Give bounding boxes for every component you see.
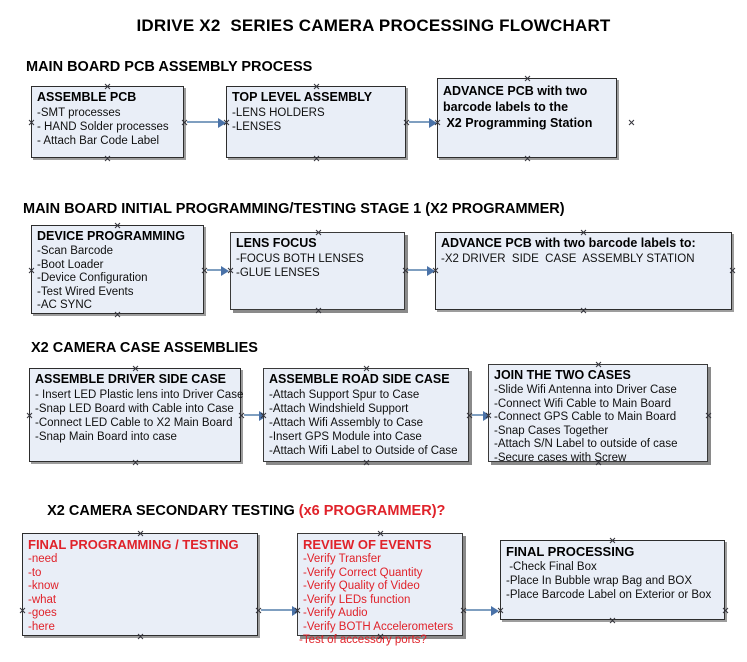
node-line: -Verify LEDs function [303,593,411,606]
node-title-line3: X2 Programming Station [443,116,593,130]
node-assemble-road-side-case[interactable]: ASSEMBLE ROAD SIDE CASE -Attach Support … [263,368,469,462]
section-heading-secondary-testing: X2 CAMERA SECONDARY TESTING (x6 PROGRAMM… [31,487,445,535]
connector-line [409,121,432,123]
node-review-of-events[interactable]: REVIEW OF EVENTS -Verify Transfer -Verif… [297,533,463,636]
node-line: -GLUE LENSES [236,267,320,279]
node-line: -Attach S/N Label to outside of case [494,438,678,450]
node-title: ADVANCE PCB with two [443,84,588,98]
node-title: DEVICE PROGRAMMING [37,229,185,243]
node-line: -Insert GPS Module into Case [269,431,422,443]
node-assemble-pcb[interactable]: ASSEMBLE PCB -SMT processes - HAND Solde… [31,86,184,158]
section-heading-pcb-assembly: MAIN BOARD PCB ASSEMBLY PROCESS [26,59,313,75]
section-heading-text: X2 CAMERA SECONDARY TESTING [47,503,299,519]
node-top-level-assembly[interactable]: TOP LEVEL ASSEMBLY -LENS HOLDERS -LENSES [226,86,406,158]
node-line: -Snap Main Board into case [35,431,177,443]
node-line: -Connect GPS Cable to Main Board [494,411,677,423]
node-line: -need [28,553,58,565]
node-line: -Verify Audio [303,607,368,619]
section-heading-initial-programming: MAIN BOARD INITIAL PROGRAMMING/TESTING S… [23,201,565,217]
node-line: -FOCUS BOTH LENSES [236,253,364,265]
node-line: -SMT processes [37,107,121,119]
connector-arrowhead [427,266,435,276]
node-advance-pcb-driver-side[interactable]: ADVANCE PCB with two barcode labels to: … [435,232,732,310]
connector-arrowhead [292,606,300,616]
node-title: ASSEMBLE PCB [37,90,137,104]
connector-line [261,609,295,611]
connector-line [466,609,494,611]
node-line: -Verify BOTH Accelerometers [303,620,454,633]
node-line: - HAND Solder processes [37,121,169,133]
node-advance-pcb-programming-station[interactable]: ADVANCE PCB with two barcode labels to t… [437,78,617,158]
node-assemble-driver-side-case[interactable]: ASSEMBLE DRIVER SIDE CASE - Insert LED P… [29,368,244,462]
node-line: -Connect LED Cable to X2 Main Board [35,417,233,429]
node-overflow-line: -Test of accessory ports? [299,634,427,646]
section-heading-accent: (x6 PROGRAMMER)? [298,503,446,519]
connector-arrowhead [491,606,499,616]
node-line: -Attach Support Spur to Case [269,389,420,401]
node-line: -Verify Quality of Video [303,580,420,592]
node-title: JOIN THE TWO CASES [494,368,631,382]
connector-line [408,269,430,271]
node-title: REVIEW OF EVENTS [303,537,432,552]
node-line: -Connect Wifi Cable to Main Board [494,397,672,410]
node-line: -Place In Bubble wrap Bag and BOX [506,575,693,587]
node-final-programming-testing[interactable]: FINAL PROGRAMMING / TESTING -need -to -k… [22,533,258,636]
node-line: -what [28,593,57,606]
connector-arrowhead [429,118,437,128]
node-line: -Place Barcode Label on Exterior or Box [506,589,712,601]
connector-line [207,269,224,271]
node-title: FINAL PROGRAMMING / TESTING [28,537,239,552]
node-title: LENS FOCUS [236,236,317,250]
connector-line [244,414,263,416]
node-line: -LENS HOLDERS [232,107,325,119]
node-title-line2: barcode labels to the [443,100,569,114]
node-line: -Test Wired Events [37,285,134,298]
node-line: -Secure cases with Screw [494,451,627,464]
node-line: -Boot Loader [37,258,104,271]
node-line: -Check Final Box [506,561,597,573]
node-line: -goes [28,607,57,619]
node-final-processing[interactable]: FINAL PROCESSING -Check Final Box -Place… [500,540,725,620]
node-device-programming[interactable]: DEVICE PROGRAMMING -Scan Barcode -Boot L… [31,225,204,314]
node-title: FINAL PROCESSING [506,544,635,559]
connector-arrowhead [221,266,229,276]
connector-arrowhead [218,118,226,128]
node-line: -X2 DRIVER SIDE CASE ASSEMBLY STATION [441,253,695,265]
node-line: -Verify Transfer [303,553,381,565]
connector-line [187,121,221,123]
node-line: - Insert LED Plastic lens into Driver Ca… [35,389,244,401]
connector-arrowhead [483,411,491,421]
node-line: -LENSES [232,121,282,133]
node-line: -here [28,620,55,633]
node-line: -Attach Wifi Label to Outside of Case [269,445,458,457]
node-line: -Attach Windshield Support [269,403,409,415]
node-line: -Scan Barcode [37,245,114,257]
node-line: -Verify Correct Quantity [303,566,423,579]
node-line: - Attach Bar Code Label [37,135,160,147]
node-title: ADVANCE PCB with two barcode labels to: [441,236,696,250]
node-title: ASSEMBLE ROAD SIDE CASE [269,372,450,386]
node-title: TOP LEVEL ASSEMBLY [232,90,373,104]
node-join-the-two-cases[interactable]: JOIN THE TWO CASES -Slide Wifi Antenna i… [488,364,708,464]
node-lens-focus[interactable]: LENS FOCUS -FOCUS BOTH LENSES -GLUE LENS… [230,232,405,310]
node-line: -Slide Wifi Antenna into Driver Case [494,384,677,396]
node-line: -Device Configuration [37,272,148,284]
node-line: -Snap LED Board with Cable into Case [35,403,234,415]
connector-line [472,414,487,416]
node-line: -know [28,580,59,592]
node-line: -Snap Cases Together [494,424,609,437]
node-line: -to [28,566,42,579]
page-title: IDRIVE X2 SERIES CAMERA PROCESSING FLOWC… [136,16,611,35]
node-line: -Attach Wifi Assembly to Case [269,417,424,429]
section-heading-case-assemblies: X2 CAMERA CASE ASSEMBLIES [31,340,258,356]
connection-handle-right[interactable] [628,119,635,126]
node-line: -AC SYNC [37,299,92,311]
node-title: ASSEMBLE DRIVER SIDE CASE [35,372,227,386]
